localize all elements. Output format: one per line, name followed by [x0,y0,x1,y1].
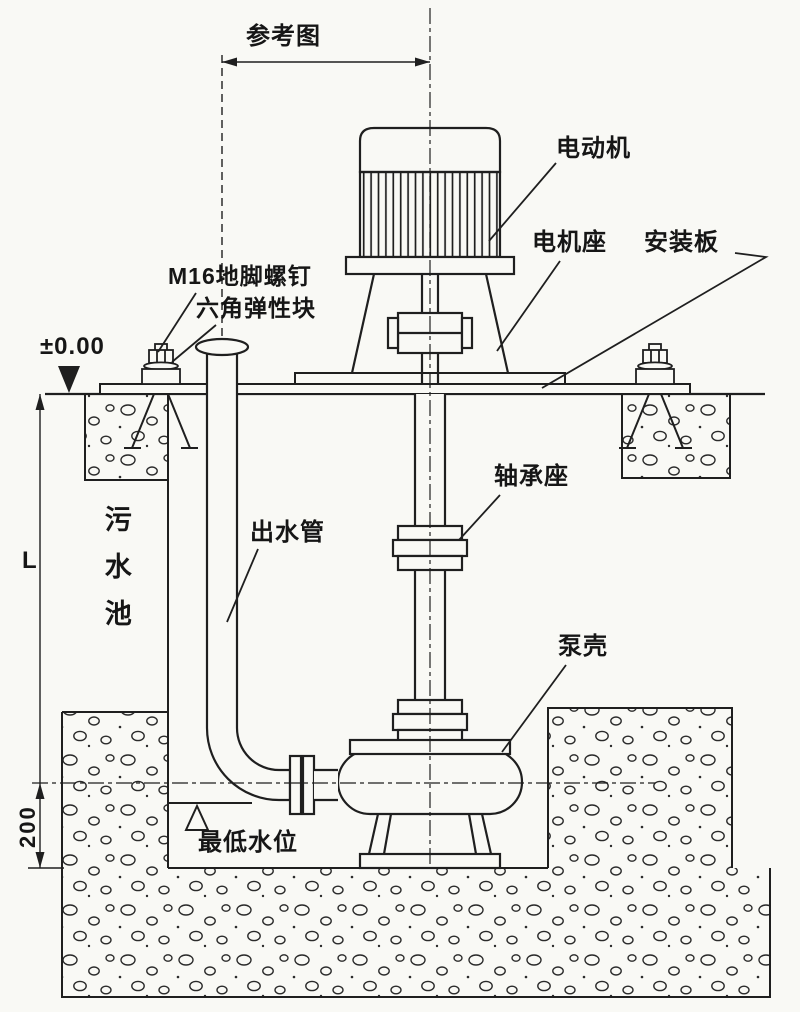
outlet-pipe-label: 出水管 [250,519,325,546]
motor-base-label: 电机座 [532,229,607,256]
bearing-seat-label: 轴承座 [494,463,569,490]
reference-title: 参考图 [246,23,321,50]
outlet-pipe [194,337,338,816]
embedded-anchors [124,393,692,449]
motor-label: 电动机 [556,135,631,162]
elastic-block-label: 六角弹性块 [196,295,316,321]
elevation-marker [58,366,80,393]
center-lines [32,8,655,866]
water-level-marker [168,802,252,831]
mounting-plate-label: 安装板 [644,229,719,256]
top-dimension [221,55,430,338]
anchor-bolt-label: M16地脚螺钉 [168,263,312,289]
water-level-label: 最低水位 [198,829,298,856]
bottom-dim-label: 200 [15,805,40,848]
sump-label: 污水池 [100,505,131,646]
elevation-label: ±0.00 [40,333,105,360]
pump-casing-label: 泵壳 [558,633,608,660]
anchor-bolt-right [635,343,675,385]
depth-dim-label: L [22,547,38,574]
pit-walls [61,394,771,998]
anchor-bolt-left [141,343,181,385]
leader-lines [157,162,769,753]
left-dimension [28,394,64,869]
